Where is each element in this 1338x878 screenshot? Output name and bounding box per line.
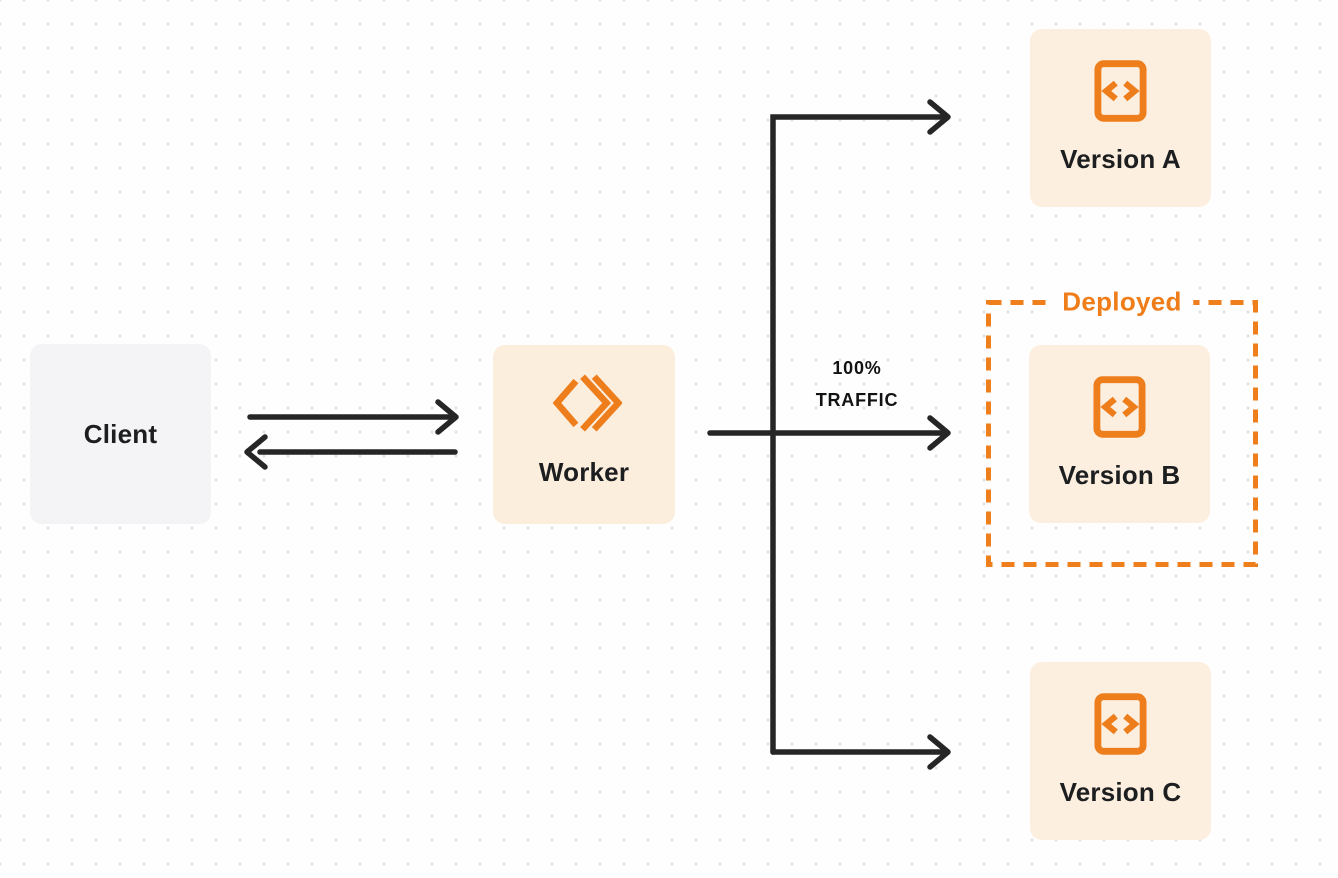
worker-label: Worker [538, 457, 630, 487]
node-version-a: Version A [1030, 29, 1211, 207]
version-a-label: Version A [1060, 144, 1181, 174]
node-version-c: Version C [1030, 662, 1211, 840]
traffic-label: 100% TRAFFIC [799, 352, 915, 416]
code-document-icon [1093, 376, 1146, 443]
version-b-label: Version B [1058, 460, 1181, 490]
traffic-percent-text: 100% [832, 358, 882, 378]
deployed-label: Deployed [1050, 284, 1194, 320]
node-worker: Worker [493, 345, 675, 524]
node-version-b: Version B [1029, 345, 1210, 523]
workers-logo-icon [546, 370, 623, 441]
traffic-word-text: TRAFFIC [815, 390, 899, 410]
code-document-icon [1094, 693, 1147, 760]
deployed-region: Deployed [986, 284, 1258, 567]
node-client: Client [30, 344, 211, 524]
code-document-icon [1094, 60, 1147, 127]
version-c-label: Version C [1059, 777, 1182, 807]
client-label: Client [83, 419, 158, 449]
